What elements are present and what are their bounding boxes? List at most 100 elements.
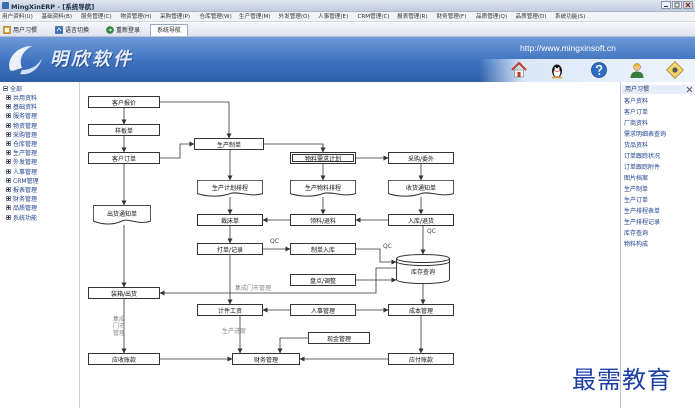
expand-icon[interactable]	[6, 205, 11, 211]
node-material-requirement-plan[interactable]: 物料需求计划	[290, 152, 356, 164]
node-shipping-notice[interactable]: 出货通知单	[93, 205, 151, 225]
home-icon[interactable]	[510, 61, 528, 79]
tool-icon[interactable]	[666, 61, 684, 79]
menu-quality-2[interactable]: 品质管理(D)	[515, 14, 547, 20]
node-accounts-receivable[interactable]: 应收账款	[88, 353, 160, 365]
menu-hr[interactable]: 人事管理(E)	[318, 14, 349, 20]
expand-icon[interactable]	[6, 131, 11, 137]
menu-basic-data[interactable]: 基础资料(B)	[41, 14, 73, 20]
expand-icon[interactable]	[6, 196, 11, 202]
node-warehouse-in-return[interactable]: 入库/退货	[388, 214, 454, 226]
node-stocktake-adjust[interactable]: 盘点/调整	[290, 274, 356, 286]
collapse-icon[interactable]	[3, 86, 8, 91]
node-accounts-payable[interactable]: 应付账款	[388, 353, 454, 365]
menu-system[interactable]: 系统功能(S)	[555, 14, 586, 20]
node-hr-management[interactable]: 人事管理	[290, 304, 356, 316]
expand-icon[interactable]	[6, 141, 11, 147]
expand-icon[interactable]	[6, 113, 11, 119]
tree-item-materials[interactable]: 物资管理	[6, 121, 39, 130]
tree-item-outsource[interactable]: 外发管理	[6, 157, 39, 166]
shortcut-order-tracking-status[interactable]: 订单跟踪状况	[624, 153, 661, 160]
website-url[interactable]: http://www.mingxinsoft.cn	[520, 43, 616, 53]
shortcut-material-composition[interactable]: 物料构成	[624, 241, 649, 248]
node-order-stock-in[interactable]: 制单入库	[290, 243, 356, 255]
shortcut-vendor-data[interactable]: 厂商资料	[624, 120, 649, 127]
expand-icon[interactable]	[6, 168, 11, 174]
node-finance-management[interactable]: 财务管理	[232, 353, 300, 365]
language-switch-label: 语言切换	[65, 27, 90, 34]
tree-item-purchase[interactable]: 采购管理	[6, 130, 39, 139]
menu-warehouse[interactable]: 仓库管理(W)	[199, 14, 232, 20]
toolbar: 用户习惯 语言切换 重新登录 系统导航	[0, 23, 695, 37]
tree-item-production[interactable]: 生产管理	[6, 148, 39, 157]
node-cost-management[interactable]: 成本管理	[388, 304, 454, 316]
expand-icon[interactable]	[6, 214, 11, 220]
shortcut-customer-order[interactable]: 客户订单	[624, 109, 649, 116]
node-material-schedule[interactable]: 生产物料排程	[290, 180, 356, 197]
shortcut-production-schedule-record[interactable]: 生产排程记录	[624, 219, 661, 226]
tree-item-finance[interactable]: 财务管理	[6, 194, 39, 203]
node-print-record[interactable]: 打单/记录	[197, 243, 263, 255]
menu-production[interactable]: 生产管理(M)	[239, 14, 271, 20]
expand-icon[interactable]	[6, 177, 11, 183]
node-customer-order[interactable]: 客户订单	[88, 152, 160, 164]
menu-materials[interactable]: 物资管理(H)	[120, 14, 152, 20]
menu-reports[interactable]: 报表管理(R)	[397, 14, 428, 20]
shortcut-production-schedule-form[interactable]: 生产排程表单	[624, 208, 661, 215]
tree-item-system[interactable]: 系统功能	[6, 212, 39, 222]
tree-item-reports[interactable]: 报表管理	[6, 185, 39, 194]
tree-item-basic-data[interactable]: 基础资料	[6, 102, 39, 111]
close-button[interactable]	[683, 1, 693, 9]
menu-service[interactable]: 服务管理(C)	[81, 14, 112, 20]
relogin-button[interactable]: 重新登录	[106, 24, 140, 35]
node-piece-wage[interactable]: 计件工资	[197, 304, 263, 316]
language-switch-button[interactable]: 语言切换	[55, 24, 89, 35]
tree-item-shared-data[interactable]: 共用资料	[6, 93, 39, 102]
menu-crm[interactable]: CRM管理(C)	[357, 14, 390, 20]
maximize-button[interactable]	[672, 1, 682, 9]
shortcut-order-tracking-attachment[interactable]: 订单跟踪附件	[624, 164, 661, 171]
shortcut-production-orders[interactable]: 生产订单	[624, 197, 649, 204]
shortcut-production-order[interactable]: 生产制单	[624, 186, 649, 193]
expand-icon[interactable]	[6, 159, 11, 165]
node-production-plan[interactable]: 生产计划排程	[197, 180, 263, 197]
menu-user[interactable]: 用户资料(U)	[2, 14, 33, 20]
shortcut-goods-data[interactable]: 货品资料	[624, 142, 649, 149]
qq-icon[interactable]	[548, 61, 566, 79]
tree-item-service[interactable]: 服务管理	[6, 111, 39, 120]
tree-item-hr[interactable]: 人事管理	[6, 167, 39, 176]
expand-icon[interactable]	[6, 95, 11, 101]
node-customer-quote[interactable]: 客户报价	[88, 96, 160, 108]
tree-root[interactable]: 全部	[3, 84, 22, 93]
user-icon[interactable]	[628, 61, 646, 79]
tree-item-crm[interactable]: CRM管理	[6, 176, 39, 185]
node-production-order[interactable]: 生产制单	[194, 138, 264, 150]
shortcut-image-archive[interactable]: 图片档案	[624, 175, 649, 182]
node-sample-order[interactable]: 样板单	[88, 124, 160, 136]
menu-finance[interactable]: 财务管理(F)	[436, 14, 467, 20]
tab-system-navigation[interactable]: 系统导航	[150, 24, 188, 36]
menu-purchase[interactable]: 采购管理(P)	[160, 14, 191, 20]
node-purchase-outsource[interactable]: 采购/委外	[388, 152, 454, 164]
shortcut-customer-data[interactable]: 客户资料	[624, 98, 649, 105]
node-cutting-order[interactable]: 裁床单	[197, 214, 263, 226]
expand-icon[interactable]	[6, 122, 11, 128]
expand-icon[interactable]	[6, 186, 11, 192]
shortcut-inventory-query[interactable]: 库存查询	[624, 230, 649, 237]
tree-item-quality[interactable]: 品质管理	[6, 203, 39, 212]
close-icon[interactable]	[686, 86, 693, 93]
help-icon[interactable]	[590, 61, 608, 79]
expand-icon[interactable]	[6, 150, 11, 156]
node-receive-notice[interactable]: 收货通知单	[388, 180, 454, 197]
node-cash-management[interactable]: 现金管理	[308, 332, 370, 344]
expand-icon[interactable]	[6, 104, 11, 110]
menu-outsource[interactable]: 外发管理(O)	[278, 14, 310, 20]
user-habit-button[interactable]: 用户习惯	[3, 24, 37, 35]
shortcut-demand-detail-query[interactable]: 需求明细表查询	[624, 131, 667, 138]
node-inventory-query[interactable]: 库存查询	[396, 254, 450, 284]
node-picking-return[interactable]: 领料/退料	[290, 214, 356, 226]
tree-item-warehouse[interactable]: 仓库管理	[6, 139, 39, 148]
node-packing-shipping[interactable]: 装箱/出货	[88, 287, 160, 299]
menu-quality[interactable]: 品质管理(Q)	[476, 14, 508, 20]
minimize-button[interactable]	[661, 1, 671, 9]
